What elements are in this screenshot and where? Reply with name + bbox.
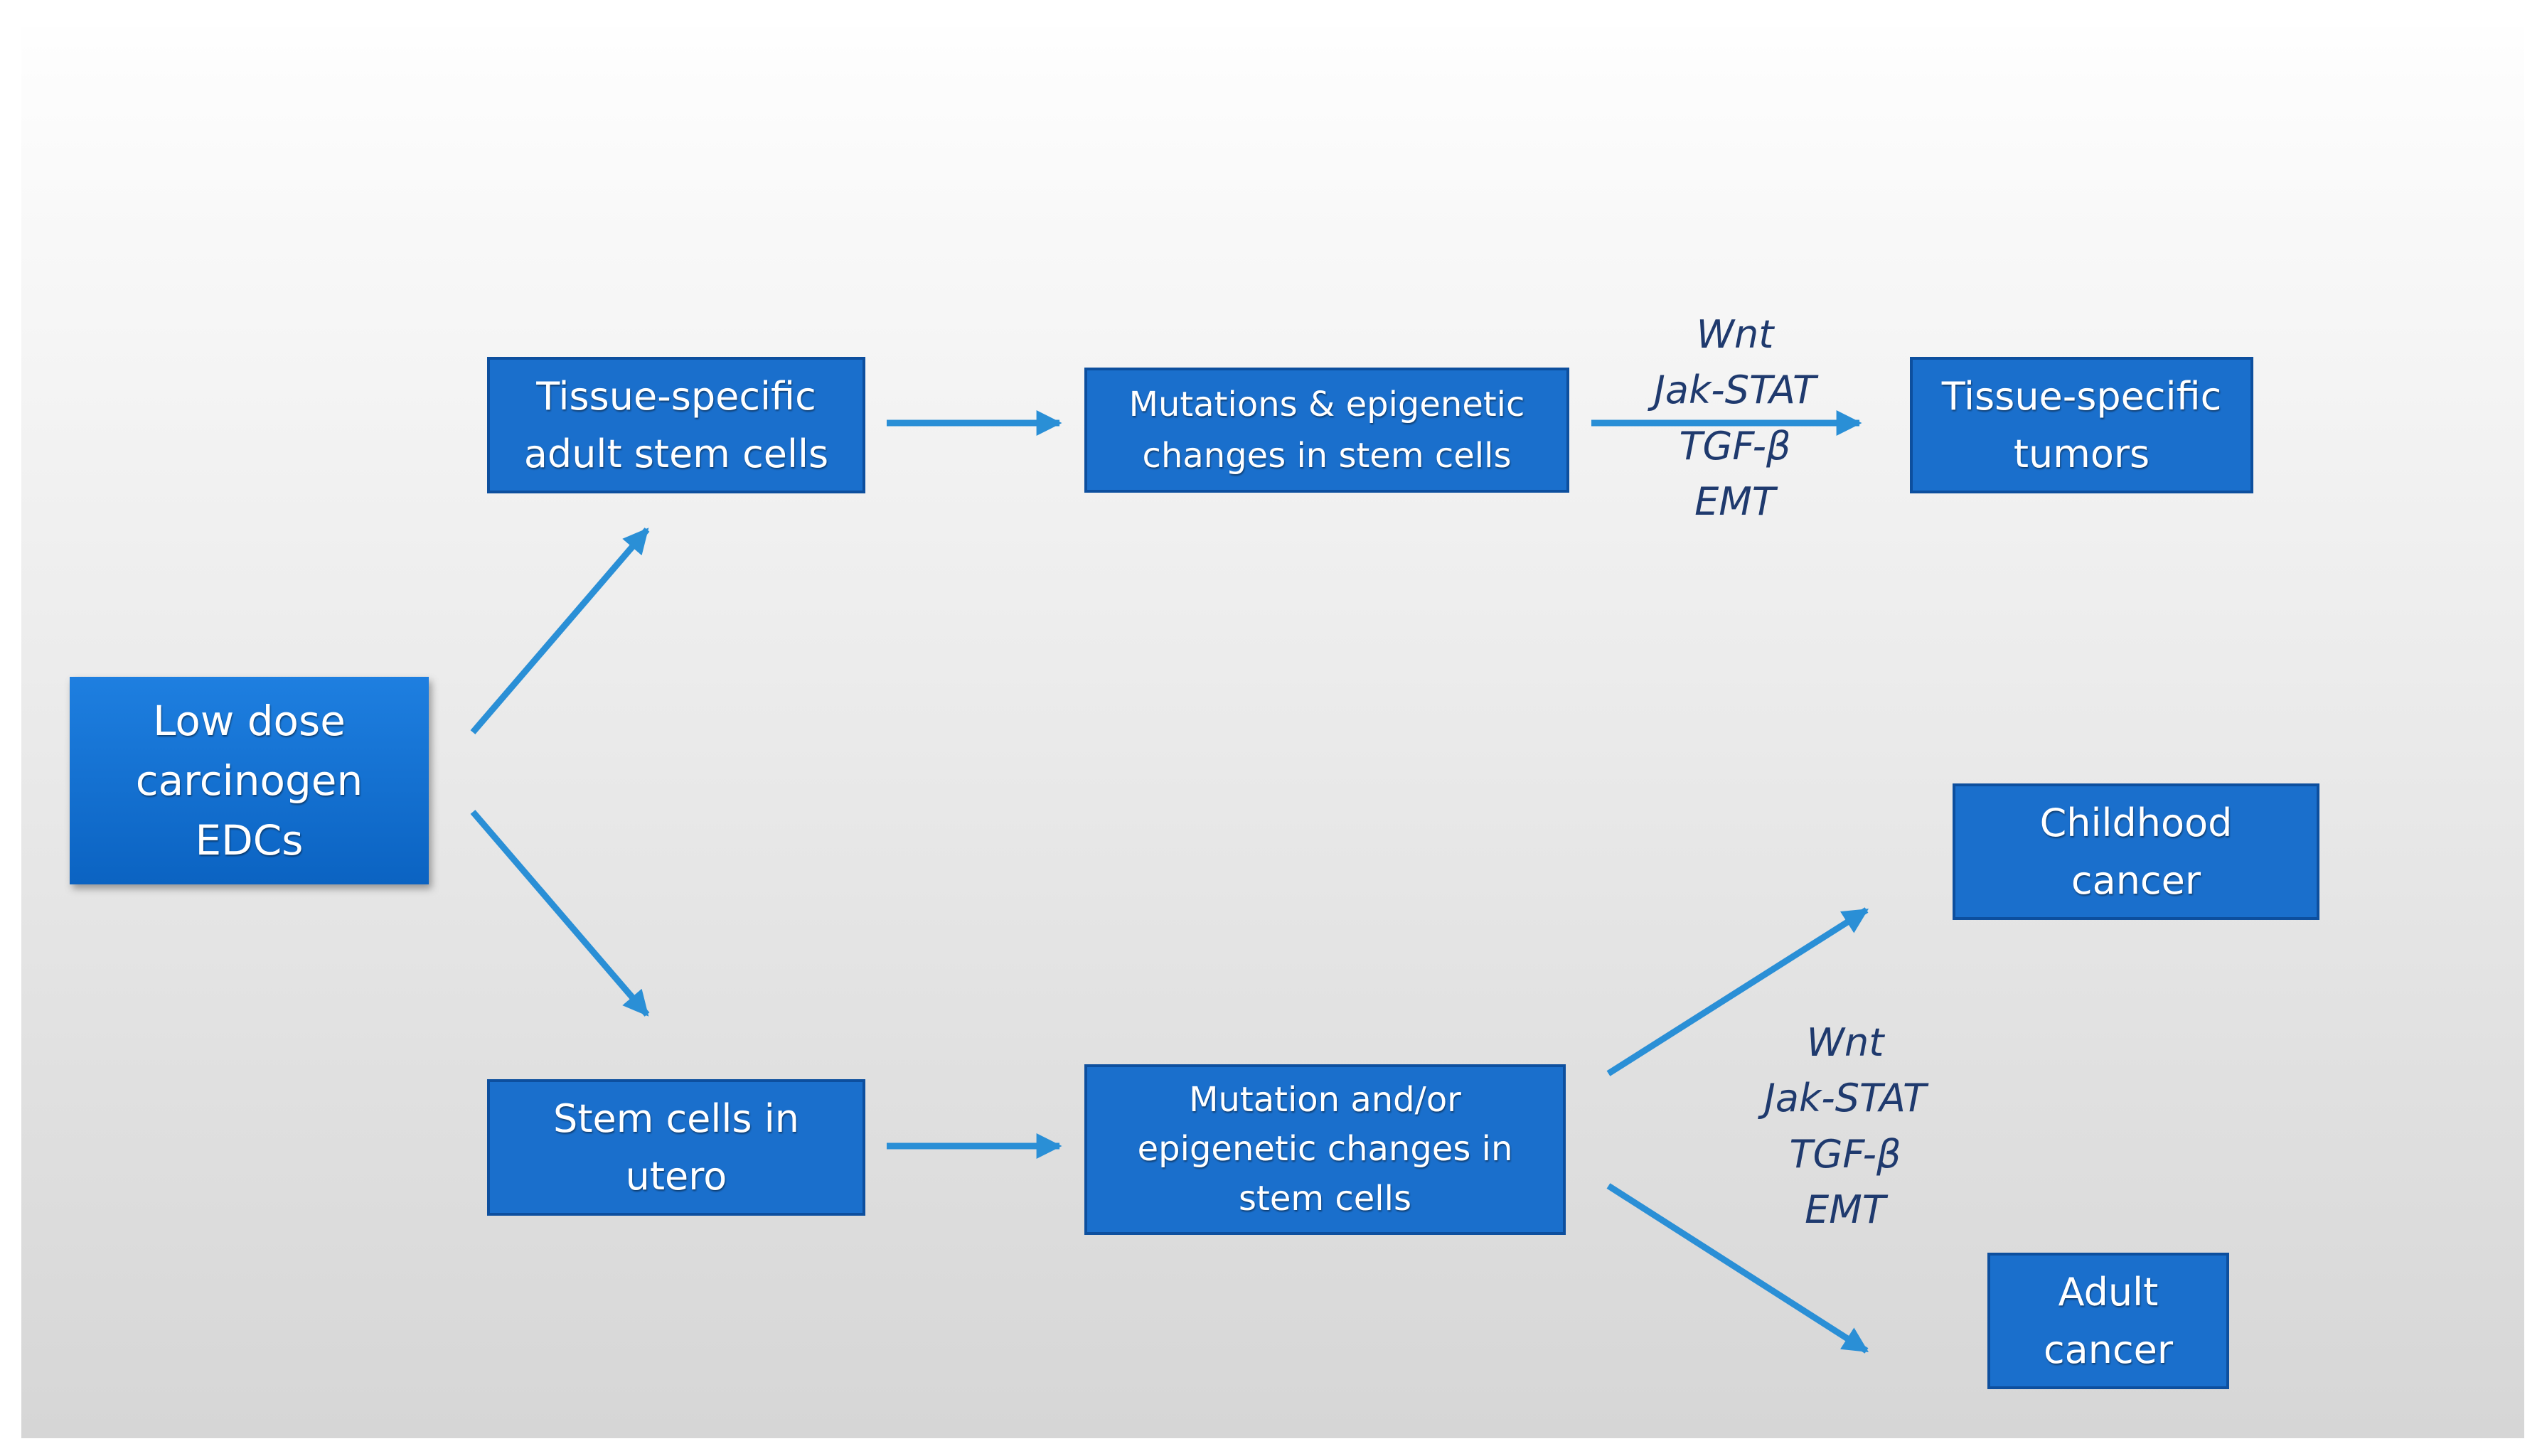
- node-mutations-epigenetic-changes: Mutations & epigenetic changes in stem c…: [1084, 368, 1569, 493]
- arrow-start-to-stem-utero: [470, 810, 650, 1017]
- node-adult-cancer: Adult cancer: [1987, 1253, 2229, 1389]
- arrow-mutation-andor-to-childhood: [1606, 907, 1869, 1076]
- node-low-dose-carcinogen: Low dose carcinogen EDCs: [70, 677, 429, 884]
- arrow-mutation-andor-to-adult: [1606, 1183, 1869, 1354]
- pathway-labels-bottom: Wnt Jak-STAT TGF-β EMT: [1763, 1020, 1927, 1232]
- node-mutation-andor-epigenetic: Mutation and/or epigenetic changes in st…: [1084, 1064, 1566, 1235]
- node-tissue-specific-tumors: Tissue-specific tumors: [1910, 357, 2253, 493]
- node-tissue-specific-stem-cells: Tissue-specific adult stem cells: [487, 357, 865, 493]
- pathway-labels-top: Wnt Jak-STAT TGF-β EMT: [1653, 312, 1817, 524]
- node-childhood-cancer: Childhood cancer: [1953, 783, 2319, 920]
- node-stem-cells-in-utero: Stem cells in utero: [487, 1079, 865, 1216]
- arrow-start-to-tissue-stem: [470, 528, 650, 734]
